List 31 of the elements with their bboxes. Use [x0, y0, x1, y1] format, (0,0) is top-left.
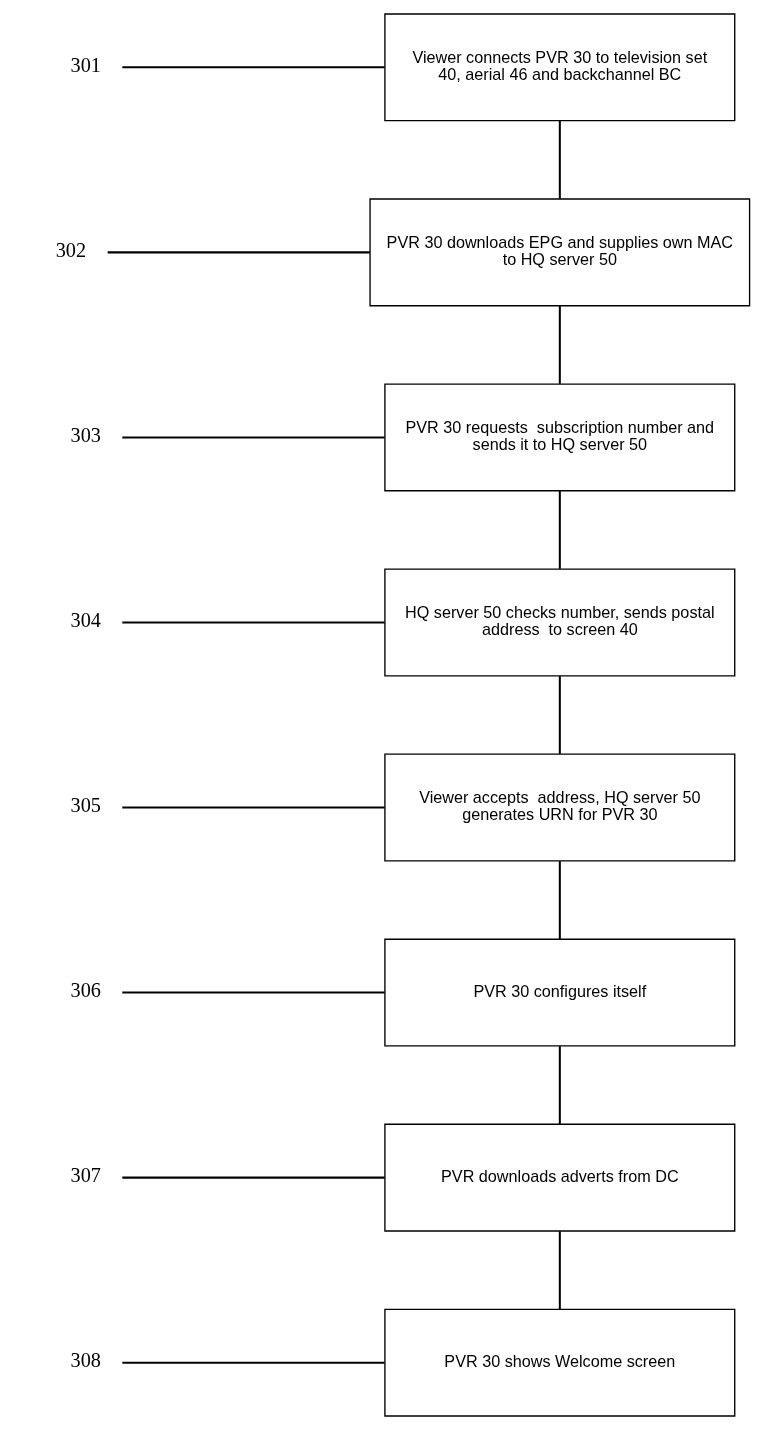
connector	[558, 676, 561, 754]
node-text: 301	[70, 54, 101, 77]
node-text: 304	[70, 609, 101, 632]
node-box: HQ server 50 checks number, sends postal address to screen 40	[384, 568, 736, 677]
connector	[122, 806, 385, 809]
connector	[122, 66, 385, 69]
connector	[122, 436, 385, 439]
node-box: Viewer accepts address, HQ server 50 generates URN for PVR 30	[384, 753, 736, 862]
connector	[122, 991, 385, 994]
node-text: 306	[70, 979, 101, 1002]
node-text: 307	[70, 1164, 101, 1187]
connector	[558, 306, 561, 384]
node-text: 308	[70, 1349, 101, 1372]
connector	[558, 861, 561, 939]
node-box: PVR 30 shows Welcome screen	[384, 1308, 736, 1417]
connector	[122, 1176, 385, 1179]
connector	[107, 251, 370, 254]
connector	[558, 1046, 561, 1124]
connector	[558, 1231, 561, 1310]
node-box: PVR 30 requests subscription number and sends it to HQ server 50	[384, 383, 736, 492]
node-text: 305	[70, 794, 101, 817]
connector	[122, 1361, 385, 1364]
node-box: PVR downloads adverts from DC	[384, 1123, 736, 1232]
node-box: PVR 30 configures itself	[384, 938, 736, 1047]
connector	[122, 621, 385, 624]
node-text: 302	[55, 239, 87, 262]
node-box: PVR 30 downloads EPG and supplies own MAC to HQ server 50	[369, 198, 751, 307]
connector	[558, 120, 561, 199]
connector	[558, 491, 561, 569]
node-text: 303	[70, 424, 101, 447]
node-box: Viewer connects PVR 30 to television set 40, aerial 46 and backchannel BC	[384, 13, 736, 122]
